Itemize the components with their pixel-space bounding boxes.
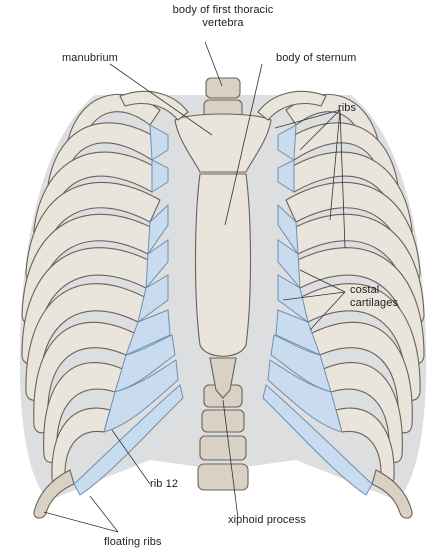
costal-label-line1: costal bbox=[350, 284, 398, 297]
body-of-sternum-label: body of sternum bbox=[276, 52, 356, 65]
vertebra-label: body of first thoracic vertebra bbox=[148, 4, 298, 30]
manubrium-label: manubrium bbox=[62, 52, 118, 65]
rib-12-label: rib 12 bbox=[150, 478, 178, 491]
vertebra-label-line2: vertebra bbox=[148, 17, 298, 30]
sternum-body bbox=[196, 174, 251, 356]
floating-ribs-label: floating ribs bbox=[104, 536, 162, 549]
costal-cartilages-label: costal cartilages bbox=[350, 284, 398, 310]
costal-label-line2: cartilages bbox=[350, 297, 398, 310]
ribs-label: ribs bbox=[338, 102, 356, 115]
vertebra-label-line1: body of first thoracic bbox=[148, 4, 298, 17]
xiphoid-process-label: xiphoid process bbox=[228, 514, 306, 527]
